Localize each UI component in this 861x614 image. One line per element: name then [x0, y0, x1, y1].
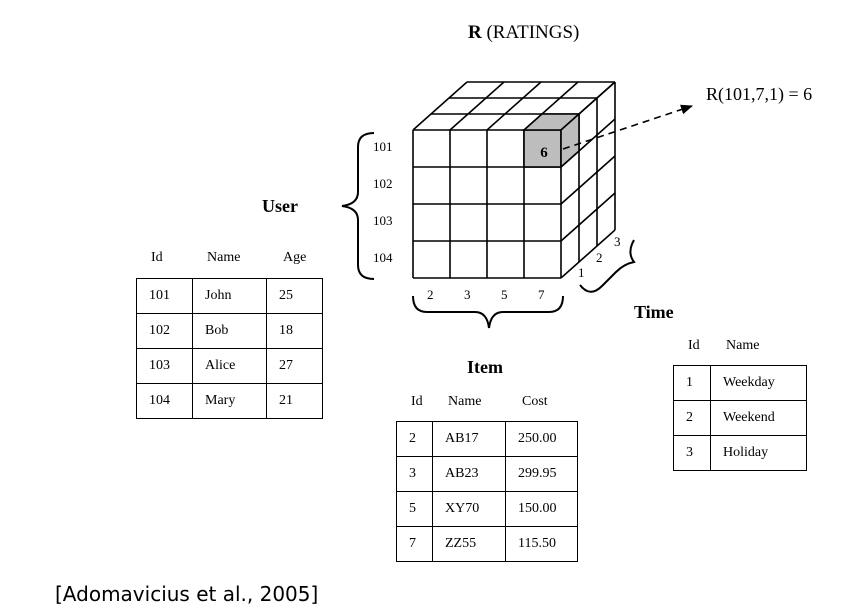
table-cell: AB17 [432, 421, 506, 457]
table-row: 102 Bob 18 [136, 313, 323, 349]
cube-side-gridline [560, 229, 616, 279]
table-row: 101 John 25 [136, 278, 323, 314]
item-header-id: Id [411, 394, 423, 409]
table-cell: Mary [192, 383, 267, 419]
user-header-id: Id [151, 250, 163, 265]
table-cell: Bob [192, 313, 267, 349]
table-cell: 115.50 [505, 526, 578, 562]
annotation-label: R(101,7,1) = 6 [706, 84, 813, 104]
user-axis-tick: 103 [373, 213, 393, 228]
annotation-arrow [562, 104, 693, 150]
table-cell: 18 [266, 313, 323, 349]
table-cell: 7 [396, 526, 433, 562]
time-label: Time [634, 302, 674, 322]
item-table: 2 AB17 250.00 3 AB23 299.95 5 XY70 150.0… [396, 421, 578, 562]
user-label: User [262, 196, 298, 216]
table-row: 3 Holiday [673, 435, 807, 471]
user-axis-tick: 102 [373, 176, 393, 191]
cube-top-gridline [412, 81, 468, 131]
table-cell: 3 [396, 456, 433, 492]
cube-side-gridline [560, 155, 616, 205]
table-cell: 104 [136, 383, 193, 419]
table-cell: AB23 [432, 456, 506, 492]
table-cell: Weekday [710, 365, 807, 401]
item-brace [412, 295, 564, 329]
table-cell: 103 [136, 348, 193, 384]
time-table: 1 Weekday 2 Weekend 3 Holiday [673, 365, 807, 471]
highlighted-cell-side [560, 112, 580, 169]
time-axis-tick: 1 [578, 265, 585, 280]
citation: [Adomavicius et al., 2005] [55, 582, 319, 606]
cube-title-symbol: R [468, 22, 482, 43]
item-header-cost: Cost [522, 394, 548, 409]
table-cell: 2 [673, 400, 711, 436]
cube-top-gridline [486, 81, 542, 131]
cube-title: R (RATINGS) [468, 22, 579, 44]
item-axis-tick: 2 [427, 287, 434, 302]
user-axis-tick: 104 [373, 250, 393, 265]
table-cell: XY70 [432, 491, 506, 527]
table-cell: 25 [266, 278, 323, 314]
user-table: 101 John 25 102 Bob 18 103 Alice 27 104 … [136, 278, 323, 419]
table-row: 103 Alice 27 [136, 348, 323, 384]
highlighted-cell-value: 6 [540, 145, 548, 161]
table-cell: 27 [266, 348, 323, 384]
user-header-name: Name [207, 250, 241, 265]
table-cell: Weekend [710, 400, 807, 436]
time-header-id: Id [688, 338, 700, 353]
table-cell: 150.00 [505, 491, 578, 527]
table-cell: 3 [673, 435, 711, 471]
table-cell: 299.95 [505, 456, 578, 492]
table-row: 5 XY70 150.00 [396, 491, 578, 527]
table-cell: Holiday [710, 435, 807, 471]
user-brace [341, 132, 375, 280]
item-label: Item [467, 357, 503, 377]
cube-title-text: (RATINGS) [481, 22, 580, 43]
item-axis-tick: 5 [501, 287, 508, 302]
table-cell: 102 [136, 313, 193, 349]
table-cell: 1 [673, 365, 711, 401]
time-header-name: Name [726, 338, 760, 353]
user-header-age: Age [283, 250, 307, 265]
table-row: 7 ZZ55 115.50 [396, 526, 578, 562]
table-cell: Alice [192, 348, 267, 384]
item-axis-tick: 3 [464, 287, 471, 302]
table-row: 2 Weekend [673, 400, 807, 436]
highlighted-cell-front [523, 129, 562, 168]
time-axis-tick: 2 [596, 250, 603, 265]
cube-side-gridline [560, 192, 616, 242]
table-cell: 5 [396, 491, 433, 527]
table-row: 3 AB23 299.95 [396, 456, 578, 492]
time-axis-tick: 3 [614, 234, 621, 249]
item-header-name: Name [448, 394, 482, 409]
item-axis-tick: 7 [538, 287, 545, 302]
table-cell: 2 [396, 421, 433, 457]
table-row: 2 AB17 250.00 [396, 421, 578, 457]
table-cell: 250.00 [505, 421, 578, 457]
table-cell: 21 [266, 383, 323, 419]
table-row: 1 Weekday [673, 365, 807, 401]
table-cell: John [192, 278, 267, 314]
table-row: 104 Mary 21 [136, 383, 323, 419]
ratings-cube [412, 81, 616, 279]
user-axis-tick: 101 [373, 139, 393, 154]
table-cell: 101 [136, 278, 193, 314]
table-cell: ZZ55 [432, 526, 506, 562]
time-brace [579, 239, 636, 293]
cube-top-gridline [449, 81, 505, 131]
